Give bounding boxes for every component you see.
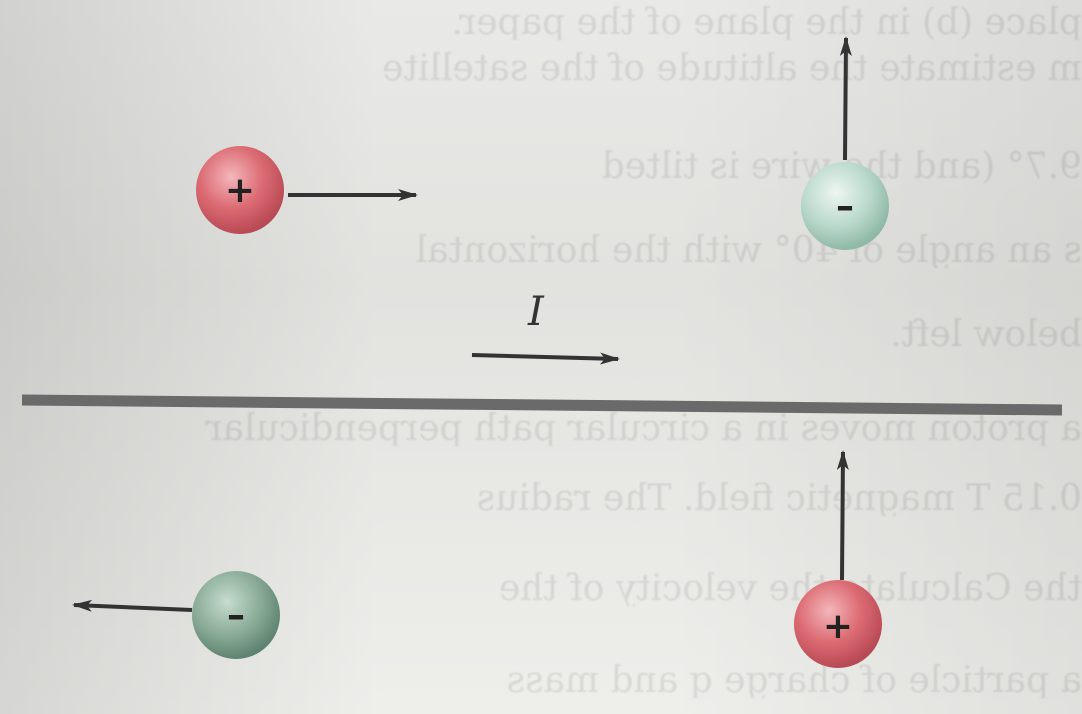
negative-charge (192, 571, 280, 659)
positive-charge (794, 580, 882, 668)
current-arrow (471, 352, 620, 365)
negative-charge (801, 162, 889, 250)
charge-bottom-right: + (794, 450, 882, 668)
charge-top-right: – (801, 36, 889, 250)
current-label: I (528, 289, 544, 335)
charge-bottom-left: – (72, 571, 280, 659)
charge-sign: – (227, 595, 245, 636)
positive-charge (196, 146, 284, 234)
charge-top-left: + (196, 146, 418, 234)
velocity-arrow-left (72, 599, 193, 612)
charge-sign: + (823, 606, 853, 647)
charge-sign: – (836, 186, 854, 227)
wire (21, 394, 1063, 416)
charge-sign: + (225, 170, 255, 211)
velocity-arrow-up (836, 450, 849, 581)
velocity-arrow-up (839, 36, 852, 161)
